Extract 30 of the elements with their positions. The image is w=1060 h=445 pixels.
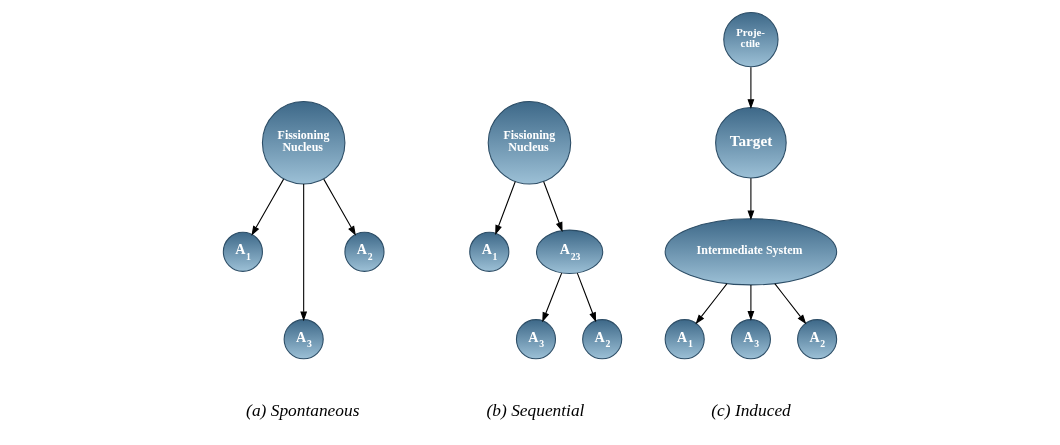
arrow — [747, 66, 755, 109]
node-circle: A$_{2}$ — [344, 231, 385, 272]
label: (b) Sequential — [486, 401, 585, 421]
node-ellipse: A$_{23}$ — [535, 229, 604, 275]
node-circle: Target — [715, 106, 787, 179]
node-circle: Fissioning Nucleus — [261, 100, 346, 185]
node-circle: A$_{2}$ — [797, 319, 838, 360]
node-circle: A$_{3}$ — [283, 319, 324, 360]
arrow — [323, 178, 356, 236]
node-circle: A$_{3}$ — [515, 319, 557, 360]
node-circle: A$_{1}$ — [222, 231, 263, 272]
arrow — [576, 272, 597, 323]
node-circle: Proje- ctile — [723, 11, 779, 68]
node-circle: A$_{1}$ — [664, 319, 705, 360]
arrow — [747, 177, 755, 221]
arrow — [747, 284, 755, 321]
arrow — [543, 180, 563, 232]
arrow — [251, 178, 285, 236]
node-ellipse: Intermediate System — [664, 218, 838, 286]
label: (c) Induced — [711, 401, 791, 421]
arrow — [542, 272, 563, 323]
node-circle: A$_{2}$ — [582, 319, 623, 360]
node-circle: A$_{1}$ — [469, 231, 510, 272]
node-circle: Fissioning Nucleus — [487, 100, 572, 185]
arrow — [495, 180, 516, 235]
arrow — [774, 283, 807, 325]
arrow — [300, 183, 308, 322]
arrow — [695, 283, 728, 325]
label: (a) Spontaneous — [246, 401, 360, 421]
node-circle: A$_{3}$ — [730, 319, 771, 360]
